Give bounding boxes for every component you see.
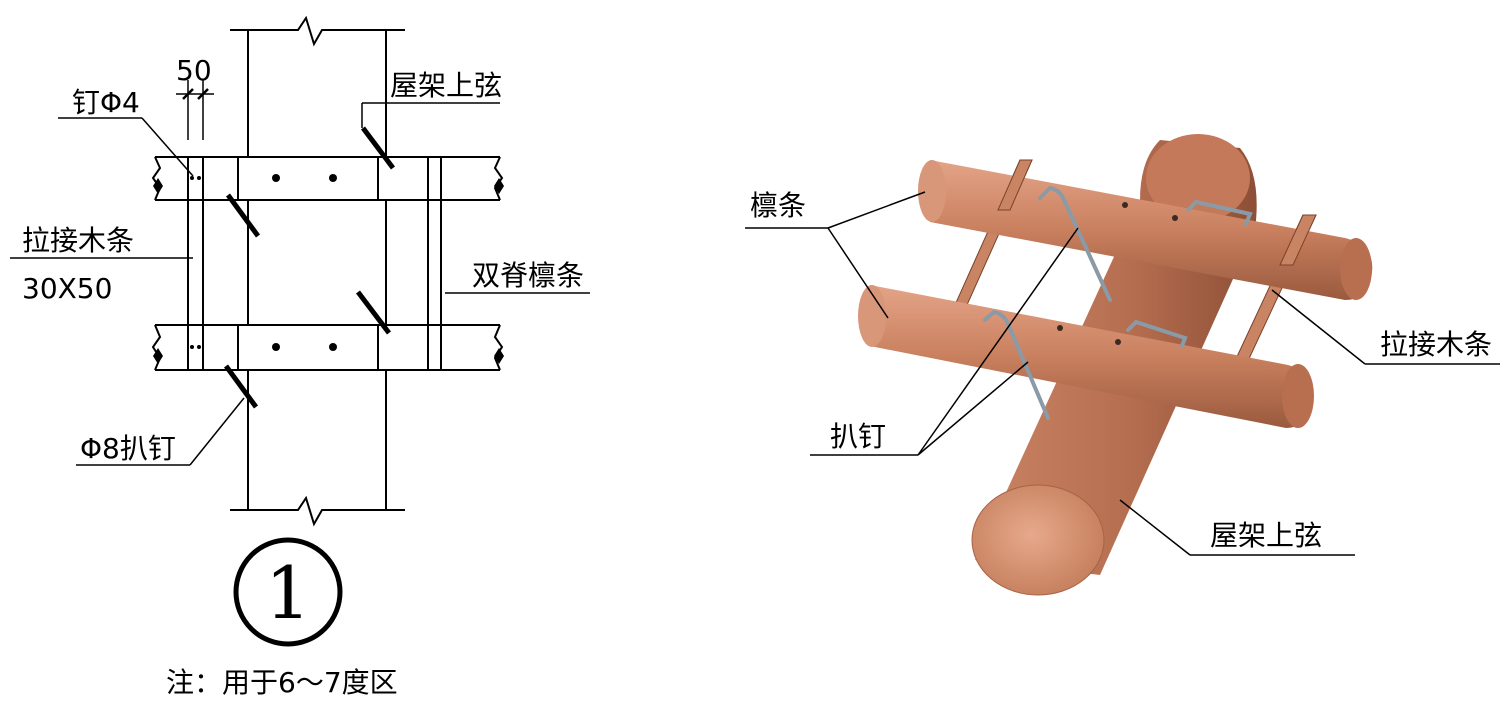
lower-purlin-plan [151, 324, 504, 371]
dimension-50: 50 [176, 54, 214, 140]
upper-purlin-plan [151, 156, 504, 201]
tie-strip-left [187, 157, 204, 370]
detail-number-symbol: 1 [233, 537, 343, 647]
detail-number: 1 [265, 551, 311, 635]
label-top-chord-plan: 屋架上弦 [390, 69, 502, 102]
label-tie-size: 30X50 [22, 272, 112, 305]
plan-detail: 50 钉Φ4 屋架上弦 拉接木条 30X50 双脊檩条 Φ8扒钉 1 注：用于6… [10, 15, 590, 699]
cramps-iso [983, 185, 1253, 420]
top-chord-plan [230, 15, 405, 527]
cramps-plan [223, 126, 395, 409]
isometric-view: 檩条 拉接木条 扒钉 屋架上弦 [745, 134, 1500, 596]
label-nail: 钉Φ4 [72, 86, 140, 119]
label-cramp-plan: Φ8扒钉 [80, 432, 176, 465]
dim-50-text: 50 [176, 54, 212, 87]
label-double-purlin: 双脊檩条 [472, 259, 584, 292]
tie-strip-right [427, 157, 442, 370]
label-cramp-iso: 扒钉 [830, 420, 886, 453]
label-tie-iso: 拉接木条 [1380, 328, 1492, 361]
note: 注：用于6～7度区 [166, 666, 398, 699]
break-line-bottom [230, 495, 405, 527]
leaders-plan [10, 102, 590, 466]
label-tie-plan: 拉接木条 [22, 224, 134, 257]
lower-purlin-log [858, 285, 1314, 428]
label-top-chord-iso: 屋架上弦 [1210, 519, 1322, 552]
leaders-iso [745, 191, 1500, 556]
label-purlin-iso: 檩条 [750, 189, 806, 222]
break-line-top [230, 15, 405, 47]
